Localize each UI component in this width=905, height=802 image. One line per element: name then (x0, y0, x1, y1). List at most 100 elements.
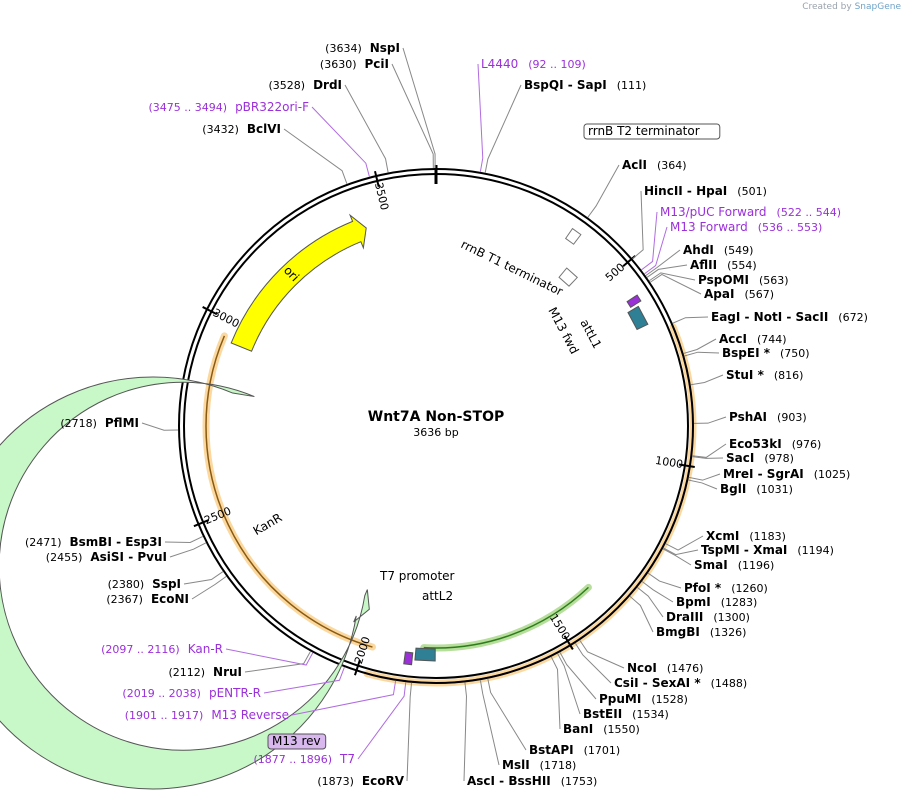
site-label-ppumi: PpuMI(1528) (599, 692, 688, 706)
site-label-sspi: (2380)SspI (108, 577, 181, 591)
site-name: SacI (726, 451, 754, 465)
leader-nspi (402, 47, 436, 169)
site-coord: (92 .. 109) (528, 58, 586, 71)
site-coord: (1183) (749, 530, 786, 543)
tick-3500 (374, 170, 380, 187)
site-label-apai: ApaI(567) (704, 287, 774, 301)
site-coord: (978) (764, 452, 794, 465)
site-coord: (1025) (814, 468, 851, 481)
site-label-econi: (2367)EcoNI (106, 592, 189, 606)
leader-apai (649, 273, 702, 295)
site-name: PfoI * (684, 581, 722, 595)
site-coord: (567) (744, 288, 774, 301)
site-coord: (2471) (25, 536, 62, 549)
site-label-nrui: (2112)NruI (168, 665, 242, 679)
site-coord: (554) (727, 259, 757, 272)
plasmid-size: 3636 bp (413, 426, 458, 439)
site-coord: (1283) (721, 596, 758, 609)
site-label-eco53ki: Eco53kI (976) (729, 437, 821, 451)
site-label-saci: SacI (978) (726, 451, 794, 465)
site-name: AflII (690, 258, 717, 272)
leader-stui (690, 374, 724, 386)
leader-bsmbi-esp3i (164, 535, 204, 543)
site-name: AclI (622, 158, 647, 172)
leader-aflii (646, 264, 688, 278)
site-name: EcoRV (362, 774, 405, 788)
site-name: SmaI (694, 558, 728, 572)
tick-1000 (678, 463, 695, 469)
site-coord: (672) (838, 311, 868, 324)
tick-2000 (354, 659, 361, 676)
site-label-bgli: BglI(1031) (720, 482, 793, 496)
site-label-bsteii: BstEII(1534) (583, 707, 669, 721)
site-name: CsiI - SexAI * (614, 676, 701, 690)
site-label-m13-puc-forward: M13/pUC Forward(522 .. 544) (660, 205, 841, 219)
leader-acci (683, 338, 717, 354)
site-coord: (1194) (797, 544, 834, 557)
site-coord: (501) (737, 185, 767, 198)
leader-asci-bsshii (463, 682, 467, 782)
site-name: BglI (720, 482, 746, 496)
site-coord: (750) (780, 347, 810, 360)
site-label-pflmi: (2718)PflMI (60, 416, 139, 430)
site-name: M13 Reverse (211, 708, 289, 722)
site-name: TspMI - XmaI (701, 543, 787, 557)
site-name: BspQI - SapI (524, 78, 607, 92)
site-name: EagI - NotI - SacII (711, 310, 828, 324)
feature-text-attl1: attL1 (577, 317, 604, 351)
site-name: PshAI (729, 410, 767, 424)
site-coord: (2380) (108, 578, 145, 591)
site-label-l4440: L4440 (92 .. 109) (481, 57, 586, 71)
leader-t7 (357, 682, 407, 760)
leader-bspqi-sapi (484, 84, 522, 173)
leader-eagi-noti-sacii (672, 316, 709, 324)
site-coord: (364) (657, 159, 687, 172)
leader-bgli (688, 479, 718, 490)
tick-label-1000: 1000 (654, 454, 684, 471)
site-coord: (1753) (561, 775, 598, 788)
backbone (178, 165, 694, 684)
leader-pfoi (647, 572, 682, 589)
leader-pspomi (648, 272, 696, 282)
leader-xcmi (665, 535, 704, 551)
site-label-acci: AccI(744) (719, 332, 787, 346)
center-title: Wnt7A Non-STOP 3636 bp (368, 409, 504, 439)
site-name: AsiSI - PvuI (90, 550, 167, 564)
site-coord: (2019 .. 2038) (122, 687, 201, 700)
site-name: HincII - HpaI (644, 184, 727, 198)
leader-m13-forward (644, 226, 668, 275)
site-coord: (1877 .. 1896) (253, 753, 332, 766)
site-coord: (2097 .. 2116) (101, 643, 180, 656)
site-name: Eco53kI (729, 437, 782, 451)
credit-brand: SnapGene (854, 2, 901, 12)
leader-csii-sexai (574, 642, 612, 684)
site-label-pcii: (3630)PciI (320, 57, 389, 71)
box-label-m13-rev: M13 rev (272, 734, 321, 748)
site-label-pspomi: PspOMI(563) (698, 273, 789, 287)
feature-m13-fwd (626, 294, 642, 308)
leader-eco53ki (692, 443, 727, 458)
tick-label-500: 500 (603, 261, 627, 285)
site-name: L4440 (481, 57, 518, 71)
leader-l4440 (477, 63, 484, 172)
site-name: BclVI (247, 122, 281, 136)
site-label-bmgbi: BmgBI(1326) (656, 625, 746, 639)
site-name: PflMI (105, 416, 139, 430)
site-coord: (1196) (738, 559, 775, 572)
site-coord: (976) (792, 438, 822, 451)
site-label-nspi: (3634)NspI (325, 41, 400, 55)
leader-kan-r (225, 648, 314, 666)
site-label-drdi: (3528)DrdI (268, 78, 342, 92)
feature-attl1 (627, 305, 649, 331)
site-coord: (1534) (632, 708, 669, 721)
site-name: Kan-R (188, 642, 223, 656)
leader-saci (692, 456, 724, 459)
leader-asisi-pvui (169, 542, 207, 558)
site-name: AhdI (683, 243, 714, 257)
box-rrnb-t2-terminator (583, 123, 721, 140)
site-coord: (1476) (667, 662, 704, 675)
plasmid-name: Wnt7A Non-STOP (368, 409, 504, 425)
feature-t7-promoter (403, 651, 414, 666)
site-coord: (2112) (168, 666, 205, 679)
